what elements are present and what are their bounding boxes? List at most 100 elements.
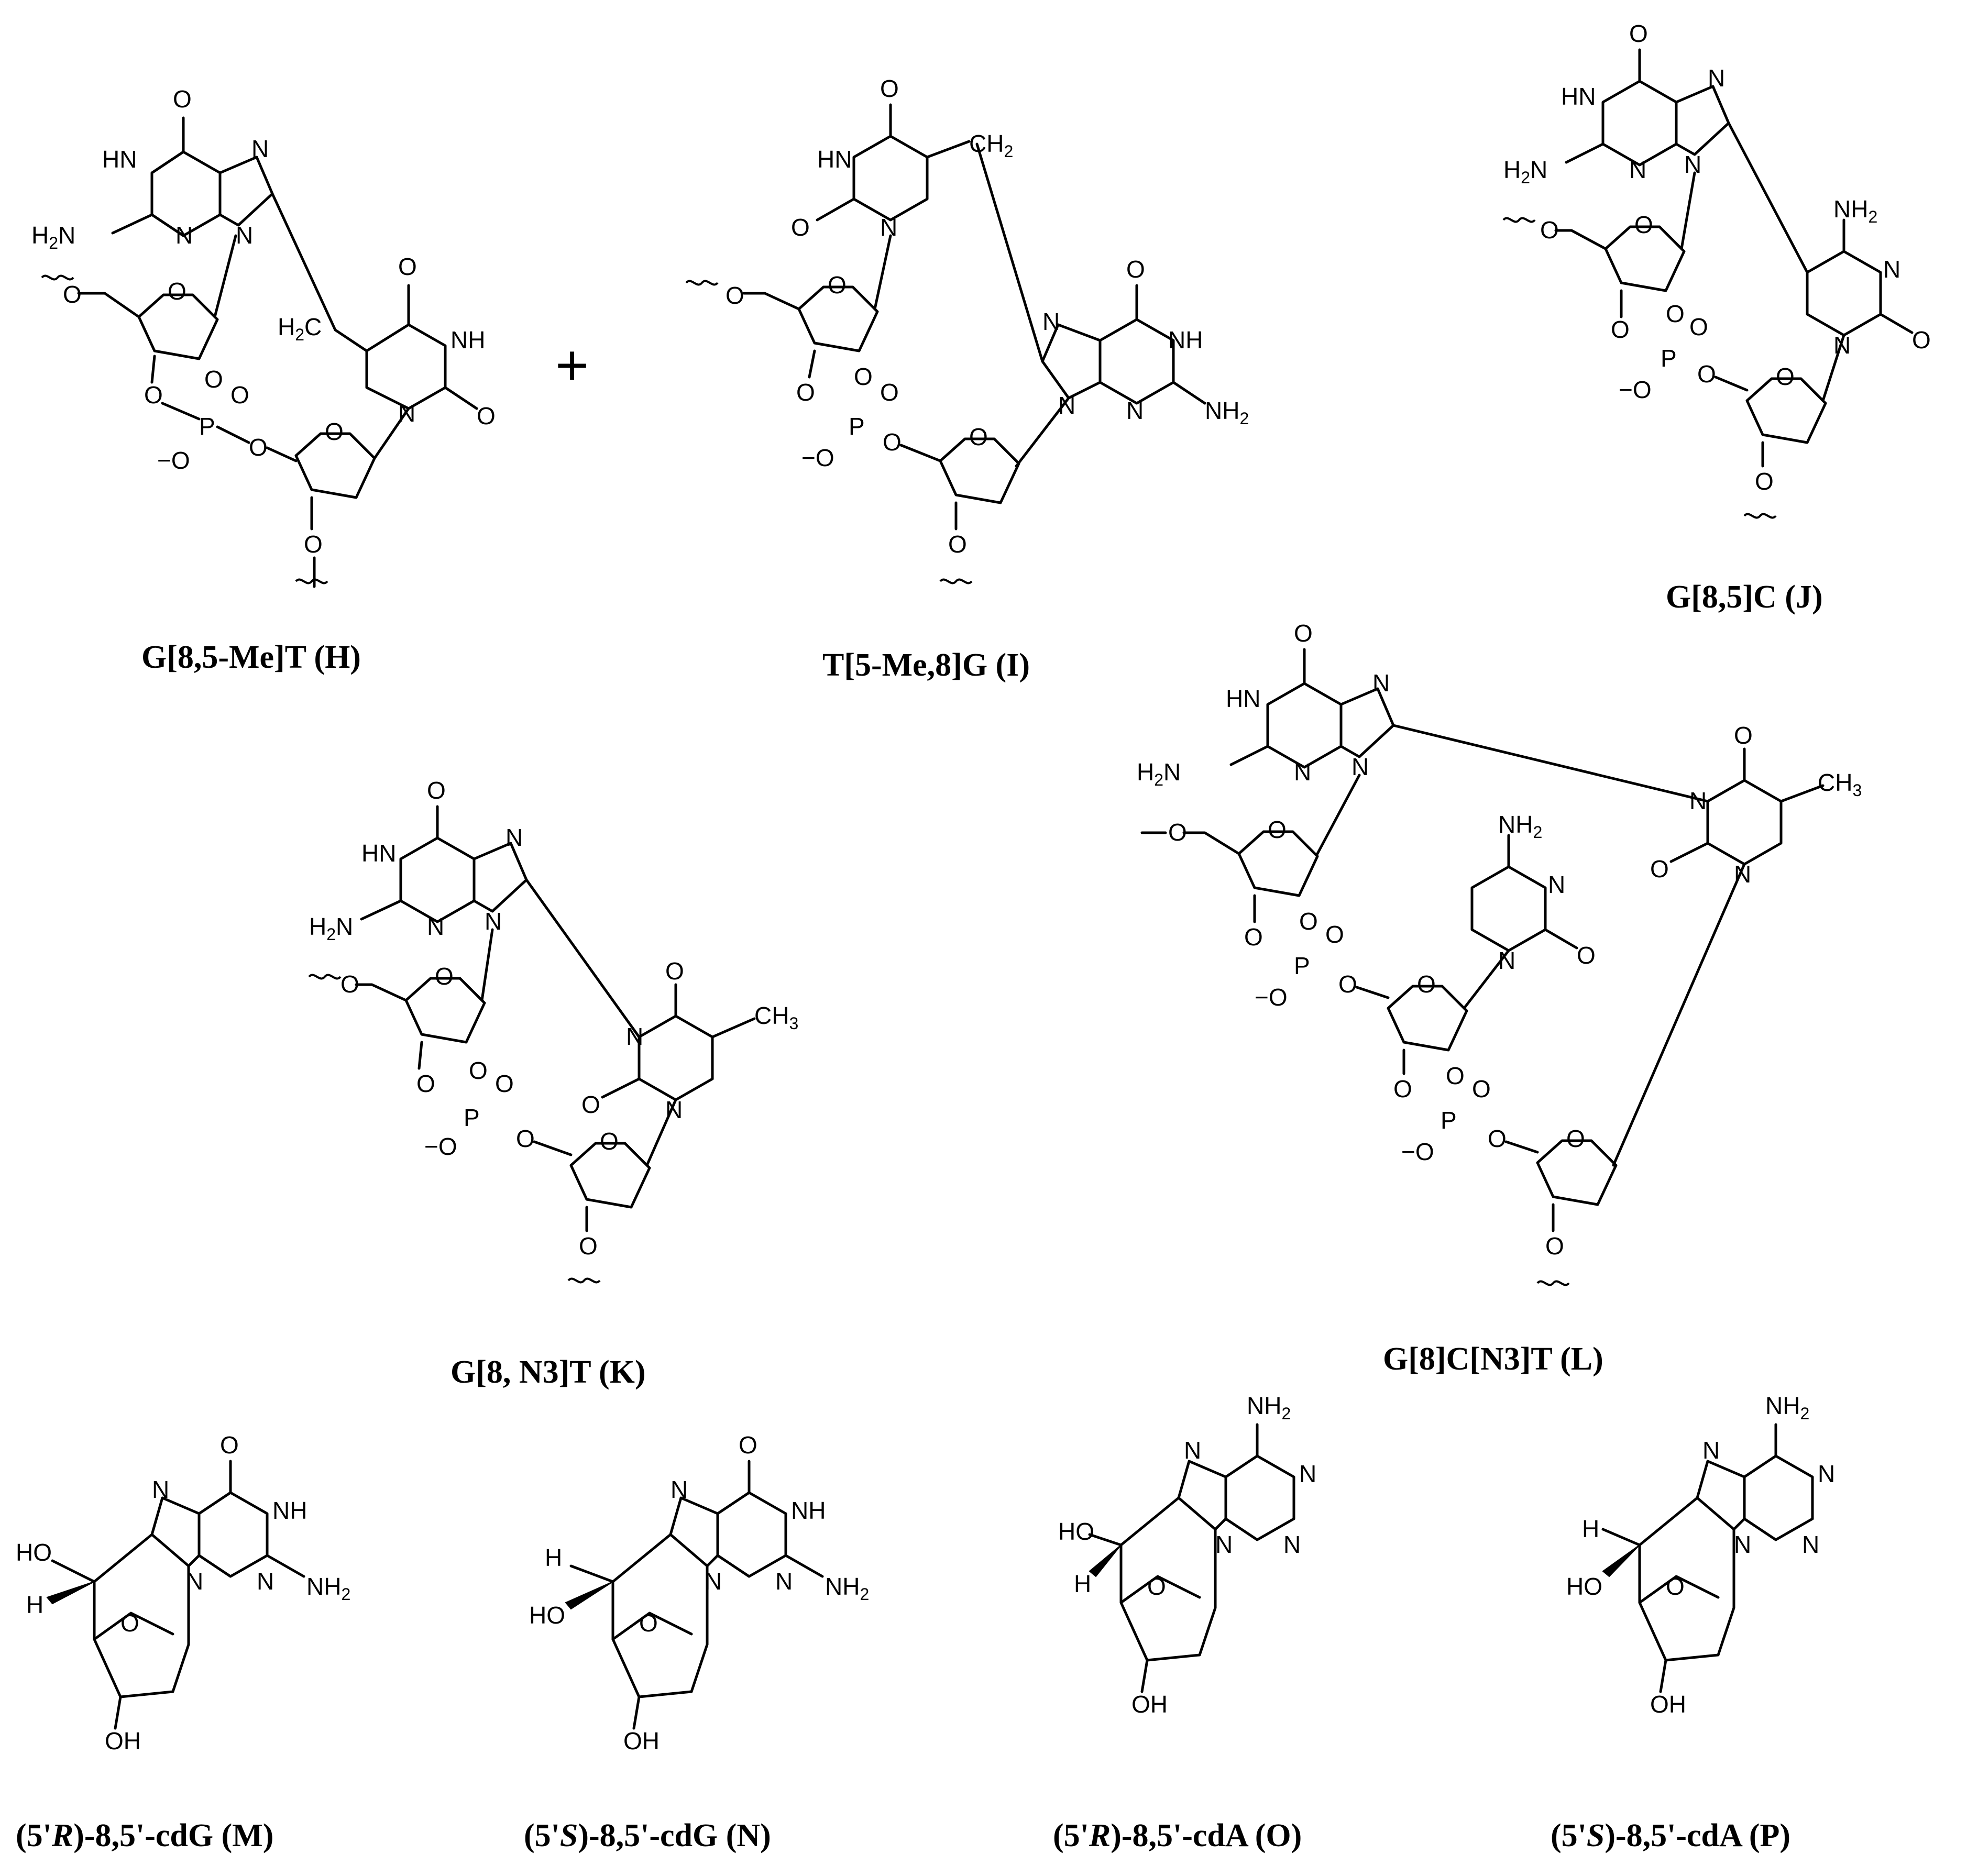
atom-N: N (1802, 1531, 1819, 1558)
atom-HN: HN (1561, 83, 1596, 110)
atom-NH: NH (272, 1497, 307, 1524)
atom-minus-O: −O (424, 1133, 457, 1160)
atom-NH2: NH2 (306, 1573, 350, 1604)
atom-O: O (1126, 256, 1145, 283)
atom-P: P (464, 1104, 480, 1131)
atom-N: N (251, 135, 269, 162)
structure-N: O NH N N N NH2 O H HO OH (5'S)-8,5'-cdG … (524, 1431, 869, 1853)
atom-O: O (204, 366, 223, 393)
atom-NH2: NH2 (1498, 811, 1542, 842)
atom-O: O (1666, 300, 1685, 327)
atom-N: N (1734, 1531, 1751, 1558)
atom-HN: HN (1226, 685, 1260, 712)
atom-O: O (581, 1091, 600, 1118)
atom-O: O (1540, 216, 1559, 244)
atom-N: N (1883, 256, 1900, 283)
atom-OH: OH (1650, 1691, 1686, 1718)
atom-N: N (1184, 1437, 1201, 1464)
atom-NH2: NH2 (1205, 397, 1249, 428)
atom-O: O (1545, 1232, 1564, 1260)
atom-O: O (1611, 316, 1630, 343)
atom-O: O (120, 1609, 139, 1637)
atom-N: N (398, 400, 415, 427)
structure-I: O HN O N CH2 O O O P O O −O O O O O NH N… (685, 75, 1249, 683)
atom-O: O (1446, 1062, 1465, 1089)
atom-N: N (427, 913, 444, 940)
atom-HO: HO (1566, 1573, 1602, 1600)
structure-L: O HN N N N H2N O O O P O O −O O O O P O … (1137, 620, 1862, 1377)
atom-O: O (1472, 1075, 1491, 1102)
atom-O: O (1577, 942, 1596, 969)
atom-O: O (1168, 819, 1187, 846)
atom-O: O (1268, 816, 1287, 843)
atom-O: O (1666, 1573, 1685, 1600)
atom-N: N (236, 222, 253, 249)
atom-O: O (304, 531, 323, 558)
caption-N: (5'S)-8,5'-cdG (N) (524, 1818, 771, 1853)
atom-O: O (1755, 468, 1774, 495)
atom-P: P (1661, 345, 1677, 372)
atom-O: O (1776, 363, 1795, 390)
atom-NH: NH (450, 326, 485, 354)
atom-O: O (854, 363, 873, 390)
caption-H: G[8,5-Me]T (H) (141, 639, 361, 675)
atom-O: O (791, 214, 810, 241)
atom-minus-O: −O (1401, 1138, 1434, 1165)
atom-H2N: H2N (31, 222, 75, 252)
atom-N: N (1833, 332, 1851, 359)
atom-NH2: NH2 (825, 1573, 869, 1604)
atom-O: O (1734, 722, 1753, 749)
atom-N: N (880, 214, 897, 241)
atom-O: O (469, 1057, 488, 1084)
atom-CH2: CH2 (969, 130, 1013, 161)
atom-O: O (948, 531, 967, 558)
atom-N: N (1734, 860, 1751, 888)
atom-O: O (1912, 326, 1931, 354)
atom-O: O (477, 402, 496, 429)
atom-O: O (495, 1070, 514, 1097)
atom-O: O (230, 381, 249, 409)
atom-O: O (883, 428, 902, 456)
atom-H: H (545, 1544, 562, 1571)
atom-N: N (626, 1023, 643, 1050)
structure-K: O HN N N N H2N O O O P O O −O O O O O N … (308, 777, 798, 1390)
atom-O: O (325, 418, 344, 445)
structure-J: O HN N N N H2N O O O P O O −O O O O NH2 … (1502, 20, 1931, 615)
atom-HO: HO (529, 1602, 565, 1629)
atom-O: O (427, 777, 446, 804)
atom-N: N (705, 1568, 722, 1595)
atom-O: O (63, 281, 82, 308)
atom-minus-O: −O (157, 447, 190, 474)
atom-O: O (1697, 360, 1716, 388)
atom-O: O (600, 1128, 619, 1155)
caption-O: (5'R)-8,5'-cdA (O) (1053, 1818, 1302, 1853)
atom-N: N (1548, 871, 1565, 898)
atom-O: O (220, 1431, 239, 1459)
atom-N: N (1702, 1437, 1720, 1464)
atom-O: O (828, 271, 847, 299)
atom-N: N (1689, 787, 1707, 814)
atom-O: O (1650, 855, 1669, 882)
atom-H: H (26, 1591, 43, 1618)
atom-CH3: CH3 (754, 1002, 798, 1033)
atom-O: O (796, 379, 815, 406)
atom-N: N (186, 1568, 203, 1595)
atom-H: H (1074, 1570, 1091, 1597)
atom-O: O (1338, 970, 1357, 998)
atom-H2C: H2C (278, 313, 322, 344)
atom-O: O (739, 1431, 757, 1459)
atom-NH2: NH2 (1247, 1392, 1291, 1423)
atom-N: N (1294, 758, 1311, 786)
atom-N: N (665, 1096, 683, 1123)
atom-O: O (880, 75, 899, 102)
atom-O: O (144, 381, 163, 409)
atom-minus-O: −O (1255, 984, 1288, 1011)
atom-O: O (1147, 1573, 1166, 1600)
caption-M: (5'R)-8,5'-cdG (M) (16, 1818, 273, 1853)
atom-OH: OH (623, 1727, 660, 1754)
atom-H2N: H2N (1503, 156, 1547, 187)
structure-O: NH2 N N N N O HO H OH (5'R)-8,5'-cdA (O) (1053, 1392, 1316, 1853)
atom-N: N (775, 1568, 793, 1595)
atom-N: N (1818, 1460, 1835, 1487)
